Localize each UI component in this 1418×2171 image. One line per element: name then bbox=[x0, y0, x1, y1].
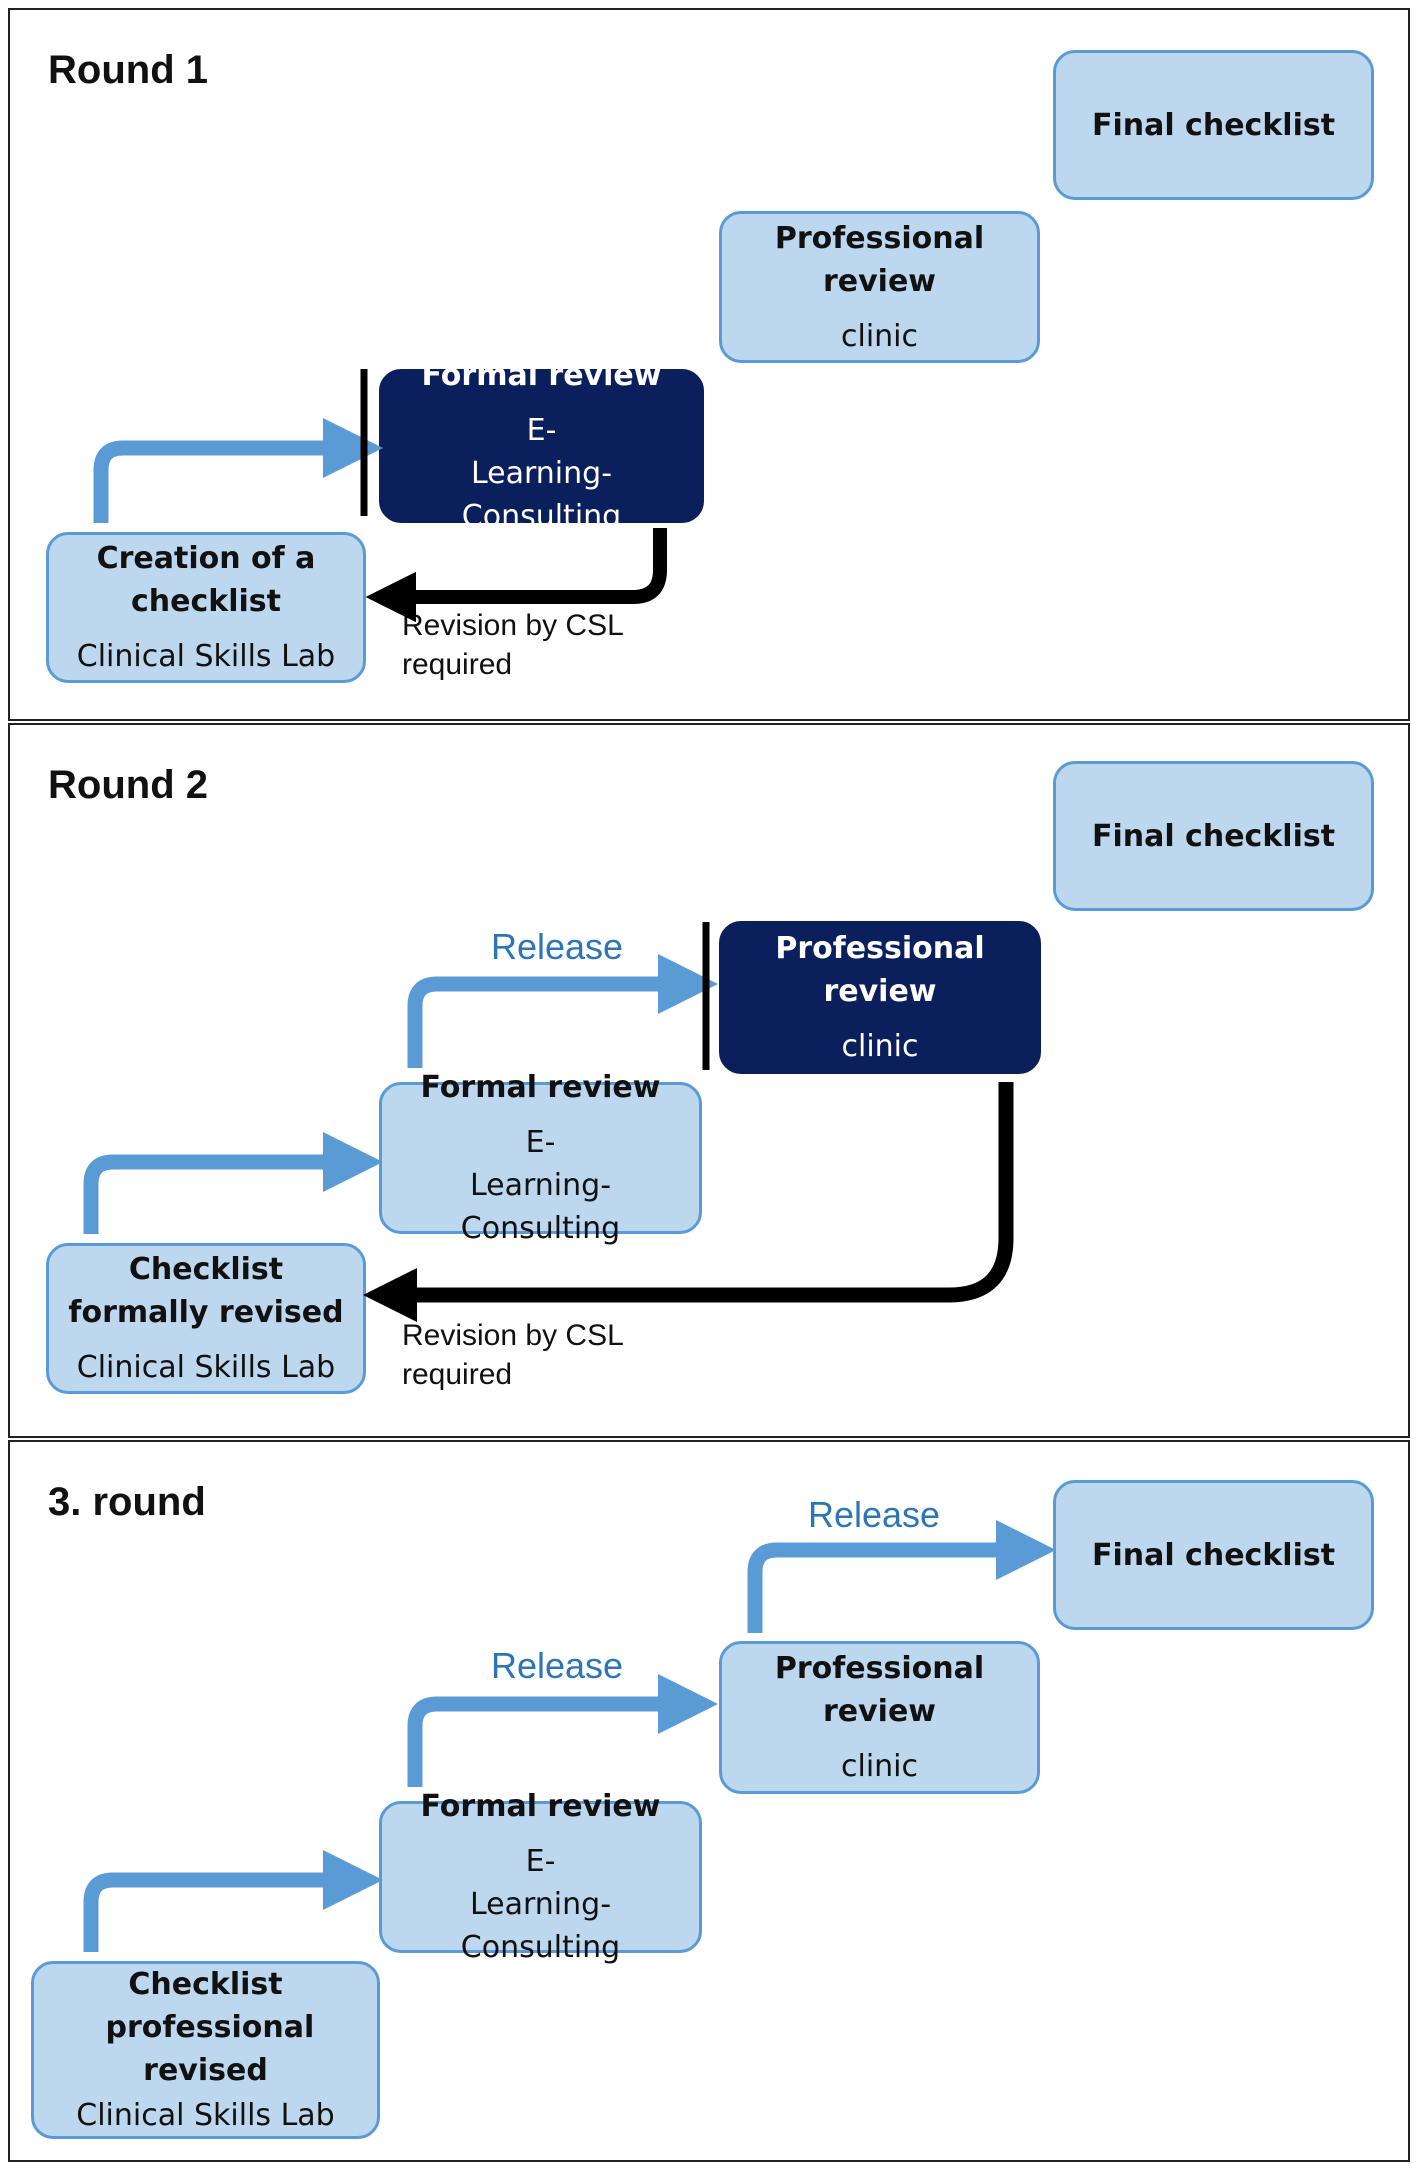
box-subtitle: Clinical Skills Lab bbox=[76, 1350, 336, 1385]
box-title: Professional review bbox=[774, 1651, 985, 1729]
box-subtitle: E-Learning-Consulting bbox=[460, 1125, 621, 1246]
revision-note: Revision by CSL required bbox=[402, 1319, 623, 1391]
box-title: Creation of a checklist bbox=[96, 541, 316, 619]
box-title: Formal review bbox=[420, 1070, 661, 1105]
professional-review-box: Professional review clinic bbox=[719, 211, 1040, 363]
formal-review-box: Formal review E-Learning-Consulting bbox=[379, 1070, 702, 1246]
box-title: Final checklist bbox=[1091, 1537, 1336, 1573]
round-title: 3. round bbox=[48, 1480, 206, 1524]
box-title: Professional review bbox=[775, 931, 985, 1009]
box-subtitle: clinic bbox=[841, 1029, 919, 1064]
box-title: Final checklist bbox=[1091, 818, 1336, 854]
box-subtitle: E-Learning-Consulting bbox=[460, 1844, 621, 1965]
release-label: Release bbox=[491, 1645, 624, 1686]
blue-elbow-arrow bbox=[83, 1850, 383, 1952]
blue-elbow-arrow bbox=[407, 1674, 718, 1787]
formal-review-box-active: Formal review E-Learning-Consulting bbox=[379, 358, 704, 534]
box-subtitle: Clinical Skills Lab bbox=[76, 639, 336, 674]
box-title: Formal review bbox=[420, 1789, 661, 1824]
box-title: Checklist professional revised bbox=[105, 1967, 315, 2088]
blue-elbow-arrow bbox=[407, 954, 718, 1068]
revision-arrow bbox=[363, 1082, 1014, 1322]
creation-checklist-box: Creation of a checklist Clinical Skills … bbox=[46, 532, 366, 683]
formal-review-box: Formal review E-Learning-Consulting bbox=[379, 1789, 702, 1965]
round-title: Round 1 bbox=[48, 48, 208, 92]
box-subtitle: Clinical Skills Lab bbox=[76, 2098, 335, 2133]
blue-elbow-arrow bbox=[747, 1520, 1056, 1633]
box-title: Formal review bbox=[421, 358, 662, 393]
blue-elbow-arrow bbox=[83, 1132, 383, 1234]
box-subtitle: clinic bbox=[840, 1749, 918, 1784]
blue-elbow-arrow bbox=[93, 418, 383, 523]
final-checklist-box: Final checklist bbox=[1053, 1480, 1374, 1630]
release-label: Release bbox=[808, 1494, 941, 1535]
box-title: Checklist formally revised bbox=[68, 1252, 344, 1330]
professional-review-box: Professional review clinic bbox=[719, 1641, 1040, 1794]
final-checklist-box: Final checklist bbox=[1053, 50, 1374, 200]
revision-arrow bbox=[365, 528, 667, 623]
box-subtitle: clinic bbox=[840, 318, 918, 354]
professional-review-box-active: Professional review clinic bbox=[719, 921, 1041, 1074]
box-title: Professional review bbox=[774, 220, 985, 299]
final-checklist-box: Final checklist bbox=[1053, 761, 1374, 911]
box-title: Final checklist bbox=[1091, 107, 1336, 143]
checklist-professional-revised-box: Checklist professional revised Clinical … bbox=[31, 1961, 380, 2139]
box-subtitle: E-Learning-Consulting bbox=[461, 413, 622, 534]
release-label: Release bbox=[491, 926, 624, 967]
round-title: Round 2 bbox=[48, 763, 208, 807]
revision-note: Revision by CSL required bbox=[402, 609, 623, 681]
checklist-formally-revised-box: Checklist formally revised Clinical Skil… bbox=[46, 1243, 366, 1394]
